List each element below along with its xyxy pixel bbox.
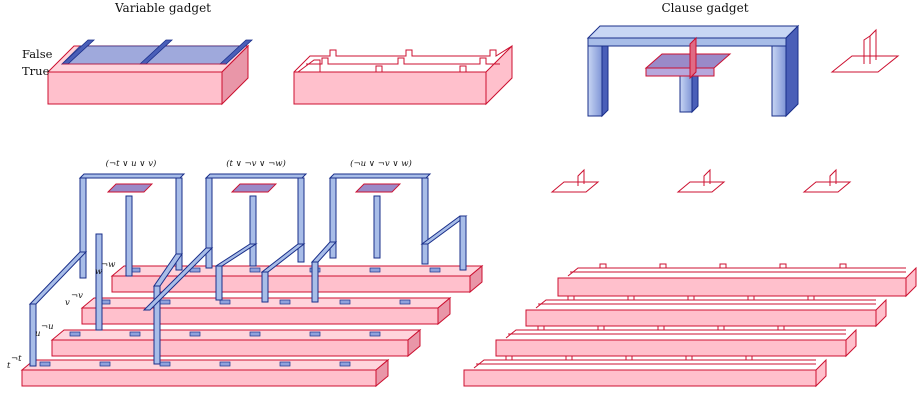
clause-gadget-outline (832, 30, 898, 72)
clause-gadget-title: Clause gadget (661, 1, 748, 15)
clause-label-3: (¬u ∨ ¬v ∨ w) (350, 158, 412, 169)
clause-label-1: (¬t ∨ u ∨ v) (106, 158, 157, 169)
variable-label-u: u (35, 329, 40, 339)
variable-label-t-neg: ¬t (11, 354, 22, 364)
clause-plates (108, 184, 400, 192)
variable-label-t: t (7, 361, 11, 371)
clause-gadget-solid (588, 26, 798, 116)
variable-gadget-outline (294, 46, 512, 104)
variable-gadget-solid (48, 40, 252, 104)
variable-label-v-neg: ¬v (71, 291, 83, 301)
variable-label-w: w (95, 267, 103, 277)
variable-gadget-title: Variable gadget (114, 1, 211, 15)
clause-gadgets-outline-row (552, 170, 850, 192)
false-label: False (22, 47, 53, 61)
variable-bars-outline (464, 264, 916, 386)
true-label: True (22, 64, 50, 78)
variable-bars-solid (22, 266, 482, 386)
clause-label-2: (t ∨ ¬v ∨ ¬w) (226, 158, 286, 169)
variable-label-v: v (65, 298, 70, 308)
variable-label-u-neg: ¬u (41, 322, 54, 332)
variable-label-w-neg: ¬w (101, 260, 116, 270)
